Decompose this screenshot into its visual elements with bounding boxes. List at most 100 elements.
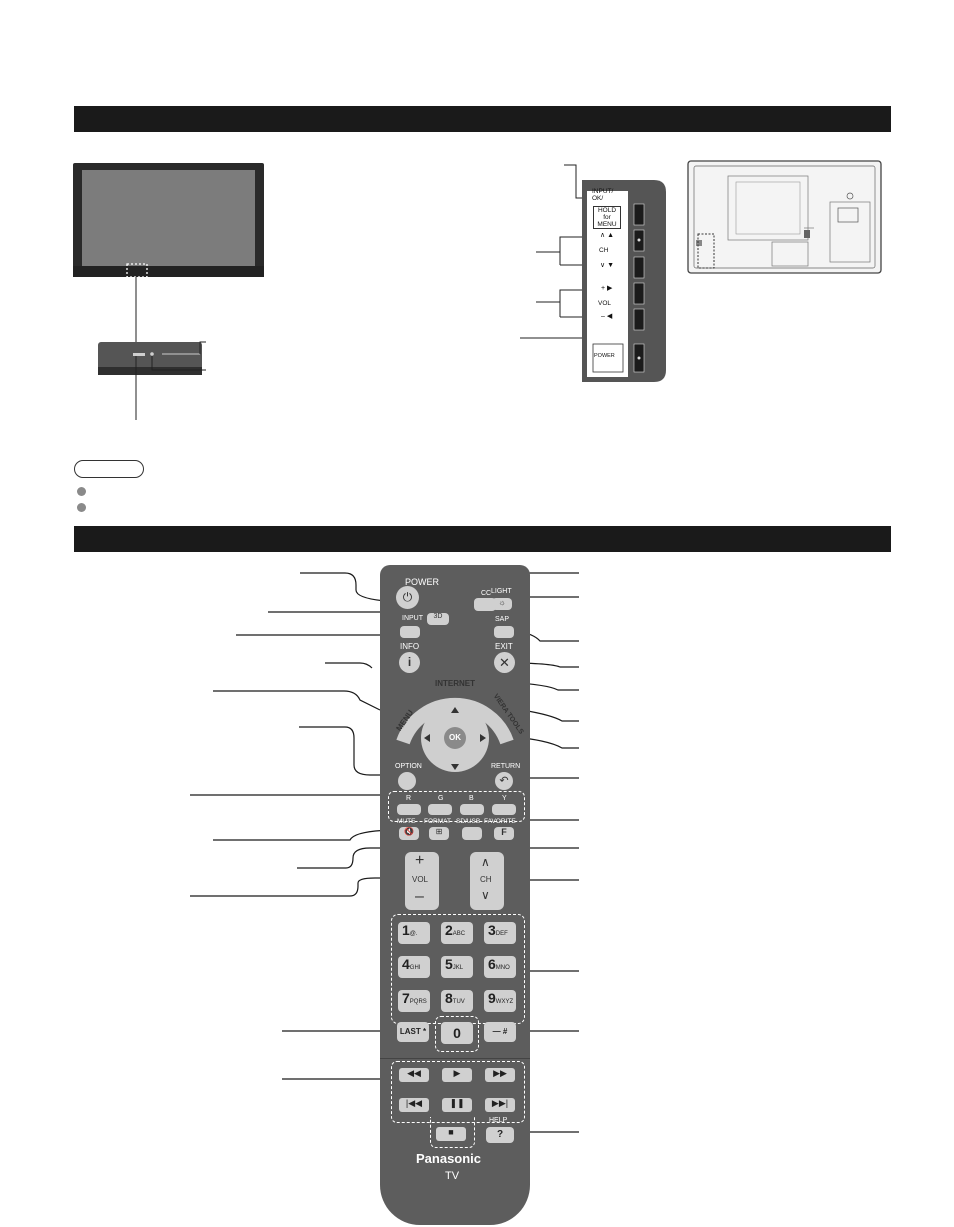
remote-playback-stop-group — [430, 1117, 475, 1148]
remote-nav-cluster — [396, 697, 514, 772]
remote-ok-button[interactable]: OK — [449, 733, 461, 742]
remote-power-label: POWER — [405, 577, 440, 587]
remote-channel-rocker[interactable] — [470, 852, 504, 910]
remote-playback-group — [391, 1061, 525, 1123]
skip-back-icon[interactable]: |◀◀ — [399, 1098, 429, 1112]
key-1-number: 1 — [402, 922, 410, 938]
key-4-letters: GHI — [409, 965, 421, 971]
fast-forward-icon[interactable]: ▶▶ — [485, 1068, 515, 1082]
remote-cc-button[interactable] — [474, 598, 496, 611]
side-panel-power-label: POWER — [594, 353, 615, 359]
key-8[interactable]: 8TUV — [441, 990, 473, 1012]
remote-3d-button[interactable]: 3D — [427, 613, 449, 625]
remote-mute-button[interactable]: 🔇 — [399, 827, 419, 840]
remote-divider — [380, 1058, 530, 1059]
tv-front-drawing — [73, 163, 264, 420]
side-panel-vol-label: VOL — [598, 300, 612, 307]
remote-exit-label: EXIT — [495, 642, 513, 651]
key-4-number: 4 — [402, 956, 410, 972]
remote-info-button[interactable]: i — [399, 652, 420, 673]
remote-help-label: HELP — [489, 1117, 508, 1124]
key-5-letters: JKL — [452, 965, 464, 971]
key-9[interactable]: 9WXYZ — [484, 990, 516, 1012]
remote-light-label: LIGHT — [491, 588, 512, 595]
remote-volume-rocker[interactable] — [405, 852, 439, 910]
stop-icon[interactable]: ■ — [436, 1127, 466, 1141]
key-1-letters: @. — [409, 931, 418, 937]
ch-up-icon: ∧ ▲ — [600, 232, 614, 239]
key-9-number: 9 — [488, 990, 496, 1006]
key-2-number: 2 — [445, 922, 453, 938]
rewind-icon[interactable]: ◀◀ — [399, 1068, 429, 1082]
key-3[interactable]: 3DEF — [484, 922, 516, 944]
remote-sap-label: SAP — [495, 616, 510, 623]
ch-up-arrow-icon: ∧ — [481, 855, 490, 869]
remote-zero-button[interactable]: 0 — [441, 1022, 473, 1044]
remote-format-label: FORMAT — [424, 818, 451, 825]
key-6[interactable]: 6MNO — [484, 956, 516, 978]
key-3-letters: DEF — [495, 931, 508, 937]
vol-up-icon: + ▶ — [601, 285, 613, 292]
ch-down-icon: ∨ ▼ — [600, 262, 614, 269]
key-7[interactable]: 7PQRS — [398, 990, 430, 1012]
remote-info-label: INFO — [400, 642, 420, 651]
section-header-bar-top — [74, 106, 891, 132]
vol-down-icon: – ◀ — [601, 313, 613, 320]
key-2[interactable]: 2ABC — [441, 922, 473, 944]
side-panel-ch-label: CH — [599, 247, 609, 254]
remote-favorite-label: FAVORITE — [484, 818, 516, 825]
note-bullet-1 — [77, 487, 86, 496]
remote-sdusb-button[interactable] — [462, 827, 482, 840]
remote-internet-button[interactable]: INTERNET — [435, 679, 475, 688]
key-9-letters: WXYZ — [495, 999, 514, 1005]
remote-yellow-button[interactable] — [492, 804, 516, 815]
remote-color-keys-group — [388, 791, 525, 822]
remote-format-button[interactable]: ⊞ — [429, 827, 449, 840]
remote-help-button[interactable]: ? — [486, 1127, 514, 1143]
vol-plus-icon: + — [415, 852, 425, 869]
tv-back-illustration — [687, 160, 882, 274]
key-8-number: 8 — [445, 990, 453, 1006]
remote-power-button[interactable]: ⏻ — [396, 586, 419, 609]
side-panel-hold-label: HOLD for MENU — [593, 206, 621, 229]
remote-last-button[interactable]: LAST * — [397, 1022, 429, 1042]
remote-green-button[interactable] — [428, 804, 452, 815]
remote-favorite-button[interactable]: F — [494, 827, 514, 840]
section-header-bar-bottom — [74, 526, 891, 552]
vol-minus-icon: – — [415, 888, 424, 905]
remote-brand-logo: Panasonic — [416, 1151, 482, 1166]
remote-mute-label: MUTE — [397, 818, 416, 825]
remote-option-label: OPTION — [395, 763, 422, 770]
skip-forward-icon[interactable]: ▶▶| — [485, 1098, 515, 1112]
remote-input-button[interactable] — [400, 626, 420, 638]
key-5-number: 5 — [445, 956, 453, 972]
remote-blue-button[interactable] — [460, 804, 484, 815]
remote-option-button[interactable] — [398, 772, 416, 790]
key-6-number: 6 — [488, 956, 496, 972]
key-7-letters: PQRS — [409, 999, 427, 1005]
side-panel-input-label: INPUT/ OK/ — [592, 188, 614, 202]
key-4[interactable]: 4GHI — [398, 956, 430, 978]
key-7-number: 7 — [402, 990, 410, 1006]
key-5[interactable]: 5JKL — [441, 956, 473, 978]
remote-color-y-label: Y — [502, 795, 507, 802]
key-8-letters: TUV — [452, 999, 465, 1005]
remote-dash-button[interactable]: — # — [484, 1022, 516, 1042]
ch-down-arrow-icon: ∨ — [481, 888, 490, 902]
remote-tv-label: TV — [445, 1170, 460, 1182]
remote-sap-button[interactable] — [494, 626, 514, 638]
remote-color-b-label: B — [469, 795, 474, 802]
note-badge — [74, 460, 144, 478]
remote-light-button[interactable]: ☼ — [492, 598, 512, 610]
remote-ch-label: CH — [480, 875, 492, 884]
remote-input-label: INPUT — [402, 615, 423, 622]
remote-sdusb-label: SD/USB — [456, 818, 481, 825]
key-1[interactable]: 1@. — [398, 922, 430, 944]
play-icon[interactable]: ▶ — [442, 1068, 472, 1082]
remote-red-button[interactable] — [397, 804, 421, 815]
remote-return-label: RETURN — [491, 763, 521, 770]
remote-return-button[interactable]: ↶ — [495, 772, 513, 790]
pause-icon[interactable]: ❚❚ — [442, 1098, 472, 1112]
remote-exit-button[interactable]: ✕ — [494, 652, 515, 673]
note-bullet-2 — [77, 503, 86, 512]
